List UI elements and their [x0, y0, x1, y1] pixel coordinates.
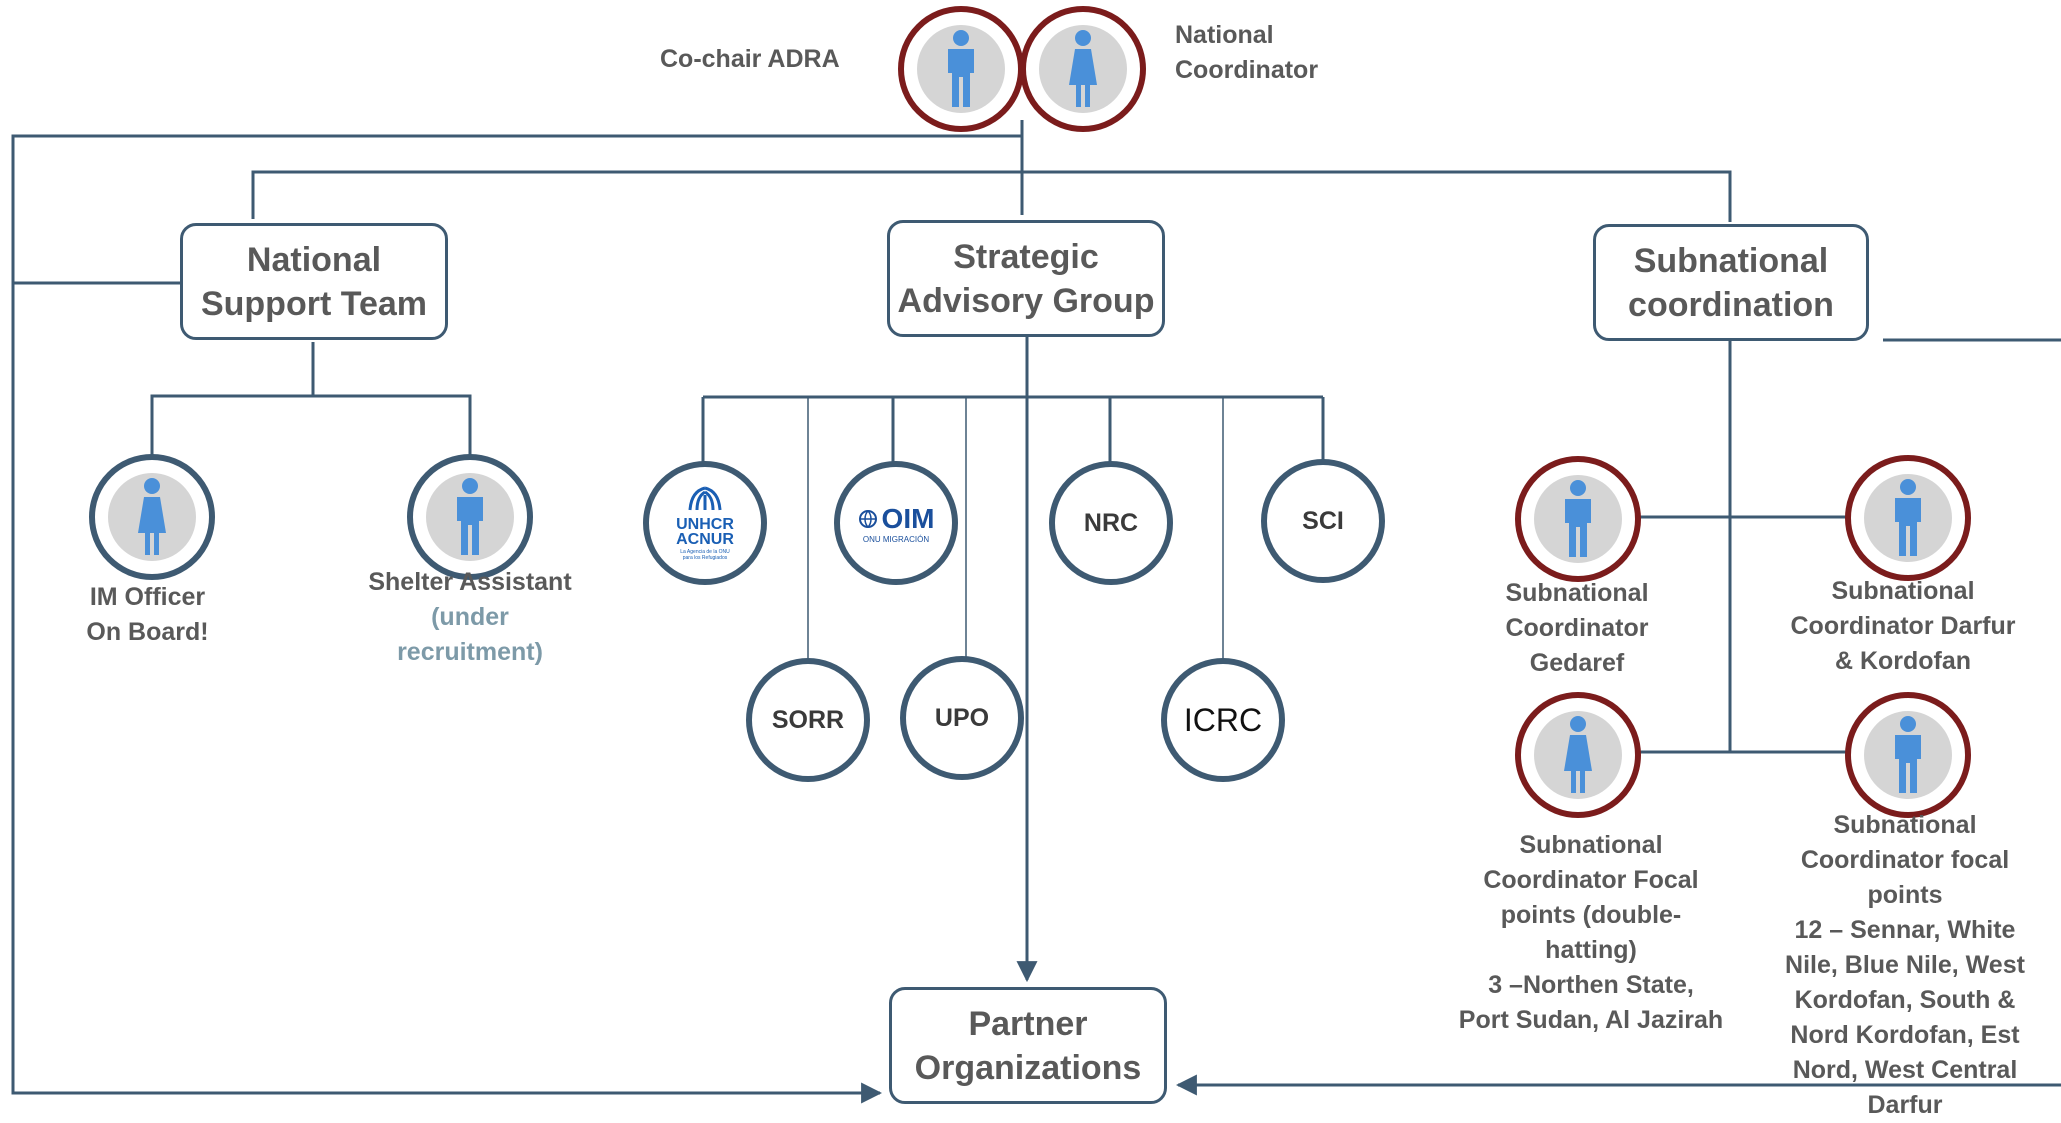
focal-double-line2: Coordinator Focal — [1483, 866, 1699, 894]
person-male-icon — [457, 478, 483, 555]
focal-twelve-line2: Coordinator focal — [1800, 846, 2010, 874]
gedaref-line2: Coordinator — [1505, 614, 1649, 642]
person-male-icon — [948, 30, 974, 107]
unhcr-line2: ACNUR — [676, 530, 734, 548]
sci-text: SCI — [1302, 506, 1344, 535]
shelter-line2: (under — [431, 603, 509, 631]
im-officer-circle — [89, 454, 215, 580]
unhcr-circle: UNHCR ACNUR La Agencia de la ONU para lo… — [643, 461, 767, 585]
focal-double-line3: points (double- — [1500, 901, 1682, 929]
oim-logo: OIM ONU MIGRACIÓN — [858, 502, 935, 544]
focal-twelve-label: Subnational Coordinator focal points 12 … — [1760, 808, 2050, 1123]
im-officer-line1: IM Officer — [89, 583, 206, 611]
darfur-line3: & Kordofan — [1834, 647, 1972, 675]
focal-twelve-line8: Nord, West Central — [1792, 1056, 2018, 1084]
cochair-label: Co-chair ADRA — [660, 45, 840, 73]
focal-twelve-line1: Subnational — [1833, 811, 1977, 839]
shelter-line3: recruitment) — [397, 638, 543, 666]
shelter-assistant-circle — [407, 454, 533, 580]
coordinator-label-line2: Coordinator — [1175, 56, 1319, 84]
gedaref-line1: Subnational — [1505, 579, 1649, 607]
focal-double-circle — [1515, 692, 1641, 818]
partner-line1: Partner — [968, 1004, 1088, 1043]
upo-circle: UPO — [900, 656, 1024, 780]
darfur-label: Subnational Coordinator Darfur & Kordofa… — [1775, 574, 2031, 679]
unhcr-small: La Agencia de la ONU para los Refugiados — [680, 548, 730, 561]
subnational-line2: coordination — [1628, 285, 1834, 324]
person-female-icon — [1069, 30, 1097, 107]
darfur-circle — [1845, 455, 1971, 581]
oim-small: ONU MIGRACIÓN — [862, 534, 930, 544]
person-female-icon — [138, 478, 166, 555]
focal-double-line6: Port Sudan, Al Jazirah — [1458, 1006, 1724, 1034]
focal-double-line5: 3 –Northen State, — [1488, 971, 1694, 999]
coordinator-label-line1: National — [1175, 21, 1274, 49]
subnational-coordination-box: Subnational coordination — [1593, 224, 1869, 341]
upo-text: UPO — [934, 703, 990, 732]
focal-twelve-line7: Nord Kordofan, Est — [1790, 1021, 2020, 1049]
coordinator-label: National Coordinator — [1175, 18, 1375, 88]
coordinator-circle — [1020, 6, 1146, 132]
shelter-assistant-label: Shelter Assistant (under recruitment) — [350, 565, 590, 670]
person-male-icon — [1895, 716, 1921, 793]
nst-line2: Support Team — [200, 284, 428, 323]
subnational-line1: Subnational — [1633, 241, 1829, 280]
nst-line1: National — [246, 240, 382, 279]
unhcr-hands-icon — [688, 486, 722, 510]
focal-double-line4: hatting) — [1545, 936, 1637, 964]
sorr-circle: SORR — [746, 658, 870, 782]
im-officer-label: IM Officer On Board! — [60, 580, 235, 650]
oim-text: OIM — [881, 502, 935, 534]
focal-twelve-line6: Kordofan, South & — [1794, 986, 2016, 1014]
focal-double-label: Subnational Coordinator Focal points (do… — [1455, 828, 1727, 1038]
nrc-circle: NRC — [1049, 461, 1173, 585]
person-male-icon — [1565, 480, 1591, 557]
icrc-circle: ICRC — [1161, 658, 1285, 782]
cochair-circle — [898, 6, 1024, 132]
unhcr-line1: UNHCR — [676, 515, 734, 533]
gedaref-line3: Gedaref — [1529, 649, 1625, 677]
sorr-text: SORR — [771, 705, 845, 734]
darfur-line1: Subnational — [1831, 577, 1975, 605]
darfur-line2: Coordinator Darfur — [1790, 612, 2016, 640]
icrc-text: ICRC — [1183, 701, 1263, 738]
globe-icon — [858, 509, 877, 528]
sag-line2: Advisory Group — [897, 281, 1155, 320]
focal-twelve-circle — [1845, 692, 1971, 818]
unhcr-logo: UNHCR ACNUR La Agencia de la ONU para lo… — [676, 486, 734, 561]
gedaref-circle — [1515, 456, 1641, 582]
focal-twelve-line3: points — [1867, 881, 1943, 909]
partner-line2: Organizations — [914, 1048, 1142, 1087]
shelter-line1: Shelter Assistant — [368, 568, 572, 596]
focal-twelve-line5: Nile, Blue Nile, West — [1785, 951, 2025, 979]
focal-twelve-line4: 12 – Sennar, White — [1794, 916, 2016, 944]
person-male-icon — [1895, 479, 1921, 556]
nrc-text: NRC — [1083, 508, 1139, 537]
focal-double-line1: Subnational — [1519, 831, 1663, 859]
gedaref-label: Subnational Coordinator Gedaref — [1470, 576, 1684, 681]
person-female-icon — [1564, 716, 1592, 793]
sci-circle: SCI — [1261, 459, 1385, 583]
focal-twelve-line9: Darfur — [1867, 1091, 1943, 1119]
oim-circle: OIM ONU MIGRACIÓN — [834, 461, 958, 585]
im-officer-line2: On Board! — [86, 618, 209, 646]
sag-line1: Strategic — [953, 237, 1099, 276]
